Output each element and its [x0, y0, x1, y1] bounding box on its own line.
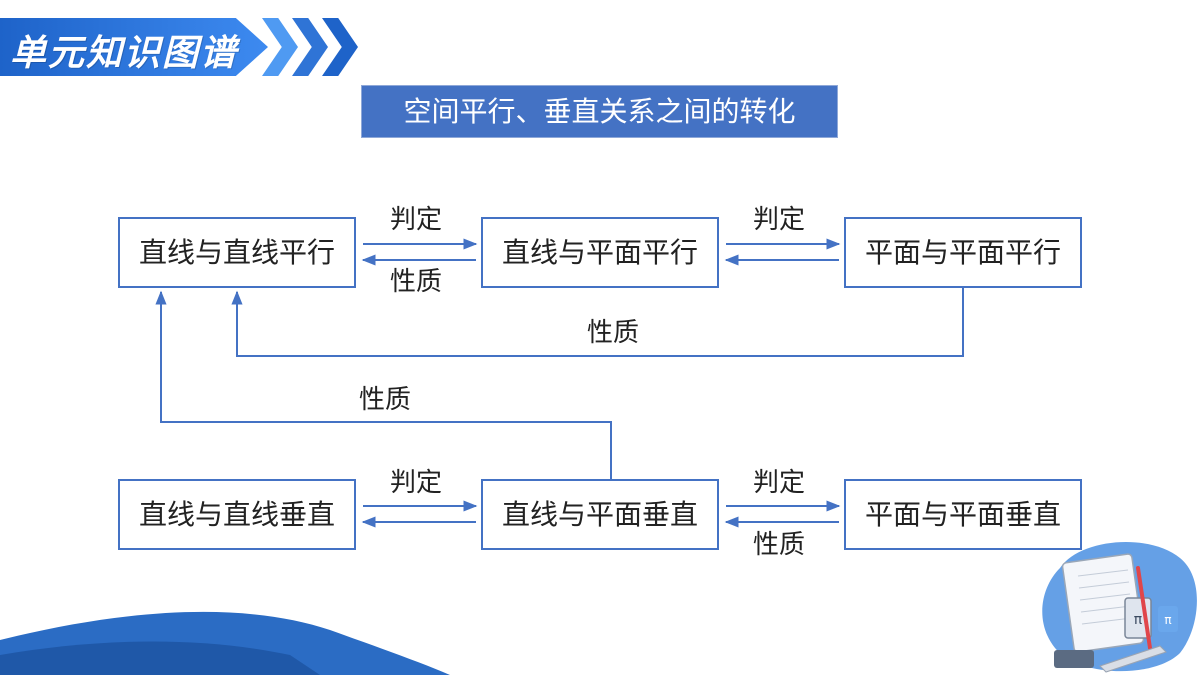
edge-label-panding: 判定 [390, 468, 443, 498]
node-line-plane-parallel: 直线与平面平行 [481, 217, 719, 288]
section-banner: 单元知识图谱 [0, 18, 360, 76]
node-line-plane-perp: 直线与平面垂直 [481, 479, 719, 550]
node-plane-plane-parallel: 平面与平面平行 [844, 217, 1082, 288]
svg-text:π: π [1134, 612, 1143, 628]
diagram-title: 空间平行、垂直关系之间的转化 [361, 85, 838, 138]
edge-label-panding: 判定 [753, 205, 806, 235]
node-line-line-perp: 直线与直线垂直 [118, 479, 356, 550]
math-illustration: π π [1042, 541, 1197, 673]
edge-label-panding: 判定 [390, 205, 443, 235]
edge-label-panding: 判定 [753, 468, 806, 498]
section-title: 单元知识图谱 [10, 33, 239, 74]
banner-bar [0, 18, 268, 76]
edge-label-xingzhi: 性质 [753, 530, 806, 560]
node-plane-plane-perp: 平面与平面垂直 [844, 479, 1082, 550]
node-line-line-parallel: 直线与直线平行 [118, 217, 356, 288]
edge-label-xingzhi: 性质 [390, 267, 443, 297]
edge-label-xingzhi: 性质 [587, 318, 640, 348]
arrow-ppp-to-llp [231, 288, 964, 357]
edge-label-xingzhi: 性质 [359, 385, 412, 415]
arrow-lpperp-to-llp [155, 290, 612, 479]
svg-text:π: π [1164, 613, 1171, 627]
